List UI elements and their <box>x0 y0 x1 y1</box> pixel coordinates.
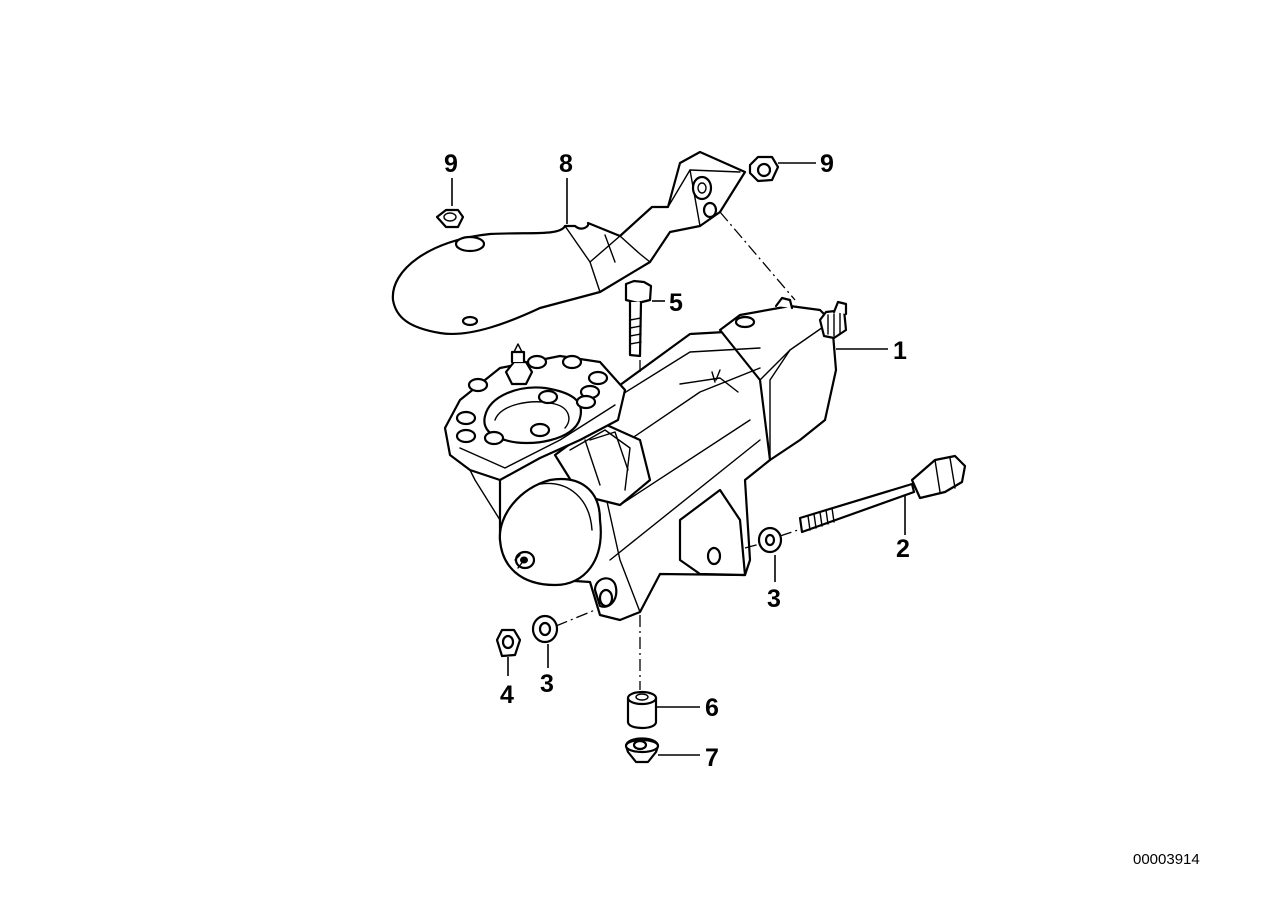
callout-7: 7 <box>705 744 719 772</box>
cover-bolts <box>455 343 609 446</box>
callout-4: 4 <box>500 681 514 709</box>
nut-part-4 <box>495 628 522 658</box>
callout-8: 8 <box>559 150 573 178</box>
callout-3a: 3 <box>767 585 781 613</box>
mounting-bracket-part-8 <box>391 150 747 335</box>
steering-gear-box-part-1 <box>443 296 848 622</box>
callout-2: 2 <box>896 535 910 563</box>
callout-6: 6 <box>705 694 719 722</box>
washer-part-3-left <box>531 614 559 644</box>
callout-labels: 1 2 3 3 4 5 6 7 8 9 9 <box>444 150 910 772</box>
long-bolt-part-2 <box>798 454 967 534</box>
callout-1: 1 <box>893 337 907 365</box>
alignment-lines <box>555 211 799 690</box>
bolt-part-5 <box>624 279 653 358</box>
diagram-reference-number: 00003914 <box>1133 851 1200 868</box>
callout-9b: 9 <box>820 150 834 178</box>
callout-9a: 9 <box>444 150 458 178</box>
nut-part-9-left <box>435 208 465 229</box>
flange-nut-part-7 <box>624 737 660 764</box>
callout-5: 5 <box>669 289 683 317</box>
callout-3b: 3 <box>540 670 554 698</box>
bushing-part-6 <box>626 690 658 730</box>
leader-lines <box>451 162 906 756</box>
nut-part-9-right <box>748 155 780 183</box>
washer-part-3-right <box>757 526 783 554</box>
